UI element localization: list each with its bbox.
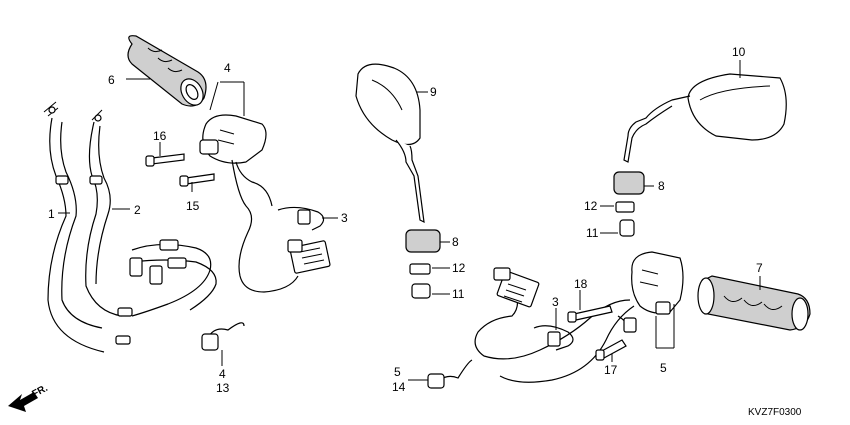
label-11-right: 11 [586,226,599,240]
band-clamp-left [277,206,325,231]
screw-17 [595,339,627,361]
front-direction-arrow-icon [8,392,38,412]
right-switch [631,251,684,315]
bar-end-weight-left [405,229,441,299]
label-8-left: 8 [452,235,459,249]
label-2: 2 [134,203,141,217]
throttle-cables [43,101,133,353]
label-3-left: 3 [341,211,348,225]
label-8-right: 8 [658,179,665,193]
right-grip [697,275,811,331]
mirror-right [623,73,787,163]
label-14: 14 [392,380,406,394]
label-10: 10 [732,45,746,59]
label-5-right: 5 [660,361,667,375]
screw-16 [145,153,185,167]
label-4-top: 4 [224,61,231,75]
label-11-left: 11 [452,287,465,301]
label-1: 1 [48,207,55,221]
mirror-left [355,63,425,224]
label-7: 7 [756,261,763,275]
screw-18 [567,305,613,323]
label-6: 6 [108,73,115,87]
diagram-code: KVZ7F0300 [748,407,802,418]
front-direction-label: FR. [30,383,50,400]
left-switch [199,114,331,293]
right-harness [474,267,637,383]
label-17: 17 [604,363,618,377]
left-grip [127,35,207,107]
clip-14 [427,359,473,389]
label-16: 16 [153,129,167,143]
leader-lines [58,60,761,381]
label-9: 9 [430,85,437,99]
label-18: 18 [574,277,588,291]
bar-end-weight-right [613,171,645,237]
label-4-bottom: 4 [219,367,226,381]
label-12-left: 12 [452,261,466,275]
screw-15 [179,173,215,187]
cable-adjuster [129,239,217,317]
band-clamp-right [533,325,574,351]
label-3-right: 3 [552,295,559,309]
label-5-left: 5 [394,365,401,379]
label-13: 13 [216,381,230,395]
label-15: 15 [186,199,200,213]
clip-13 [201,322,245,351]
label-12-right: 12 [584,199,598,213]
